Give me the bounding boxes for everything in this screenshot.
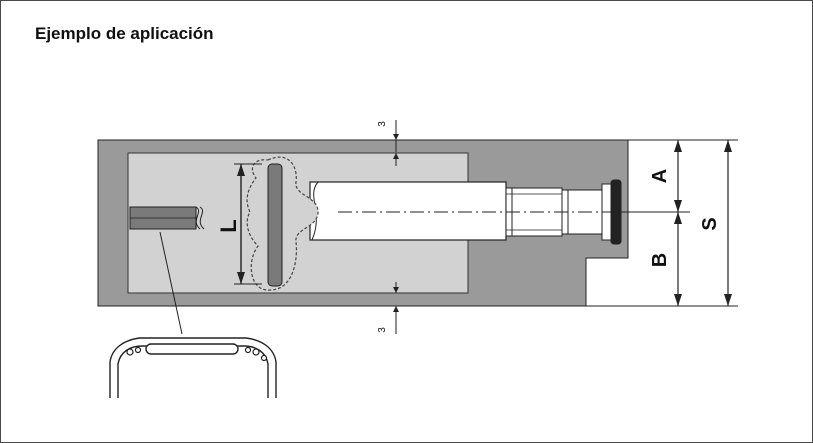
label-l: L xyxy=(216,219,241,232)
leader-line xyxy=(159,231,183,335)
label-b: B xyxy=(649,253,671,267)
head-cutaway xyxy=(246,156,319,291)
vertical-bar xyxy=(267,163,283,287)
bracket-detail xyxy=(109,337,277,398)
label-s: S xyxy=(699,217,721,230)
label-a: A xyxy=(649,169,671,183)
tube-body xyxy=(309,181,507,241)
gap-top-label: 3 xyxy=(377,121,388,127)
gap-bottom-label: 3 xyxy=(377,327,388,333)
page-title: Ejemplo de aplicación xyxy=(35,24,214,43)
